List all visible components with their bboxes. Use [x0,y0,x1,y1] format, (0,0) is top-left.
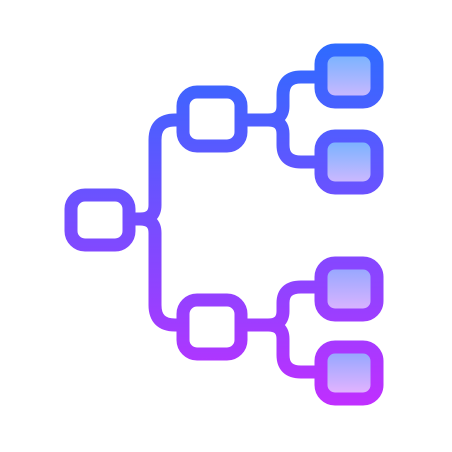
connector-upper-leafs [233,70,325,127]
mid-node-upper [176,85,248,153]
root-node [64,188,136,252]
connector-lower-leafs [233,280,325,332]
connectors [123,70,325,379]
connector-root-lower [123,212,189,332]
leaf-node-2 [314,129,384,195]
leaf-node-4 [314,340,384,406]
leaf-node-3 [314,256,384,322]
mid-node-lower [176,293,248,361]
connector-root-upper [123,113,189,226]
leaf-node-1 [314,43,384,109]
